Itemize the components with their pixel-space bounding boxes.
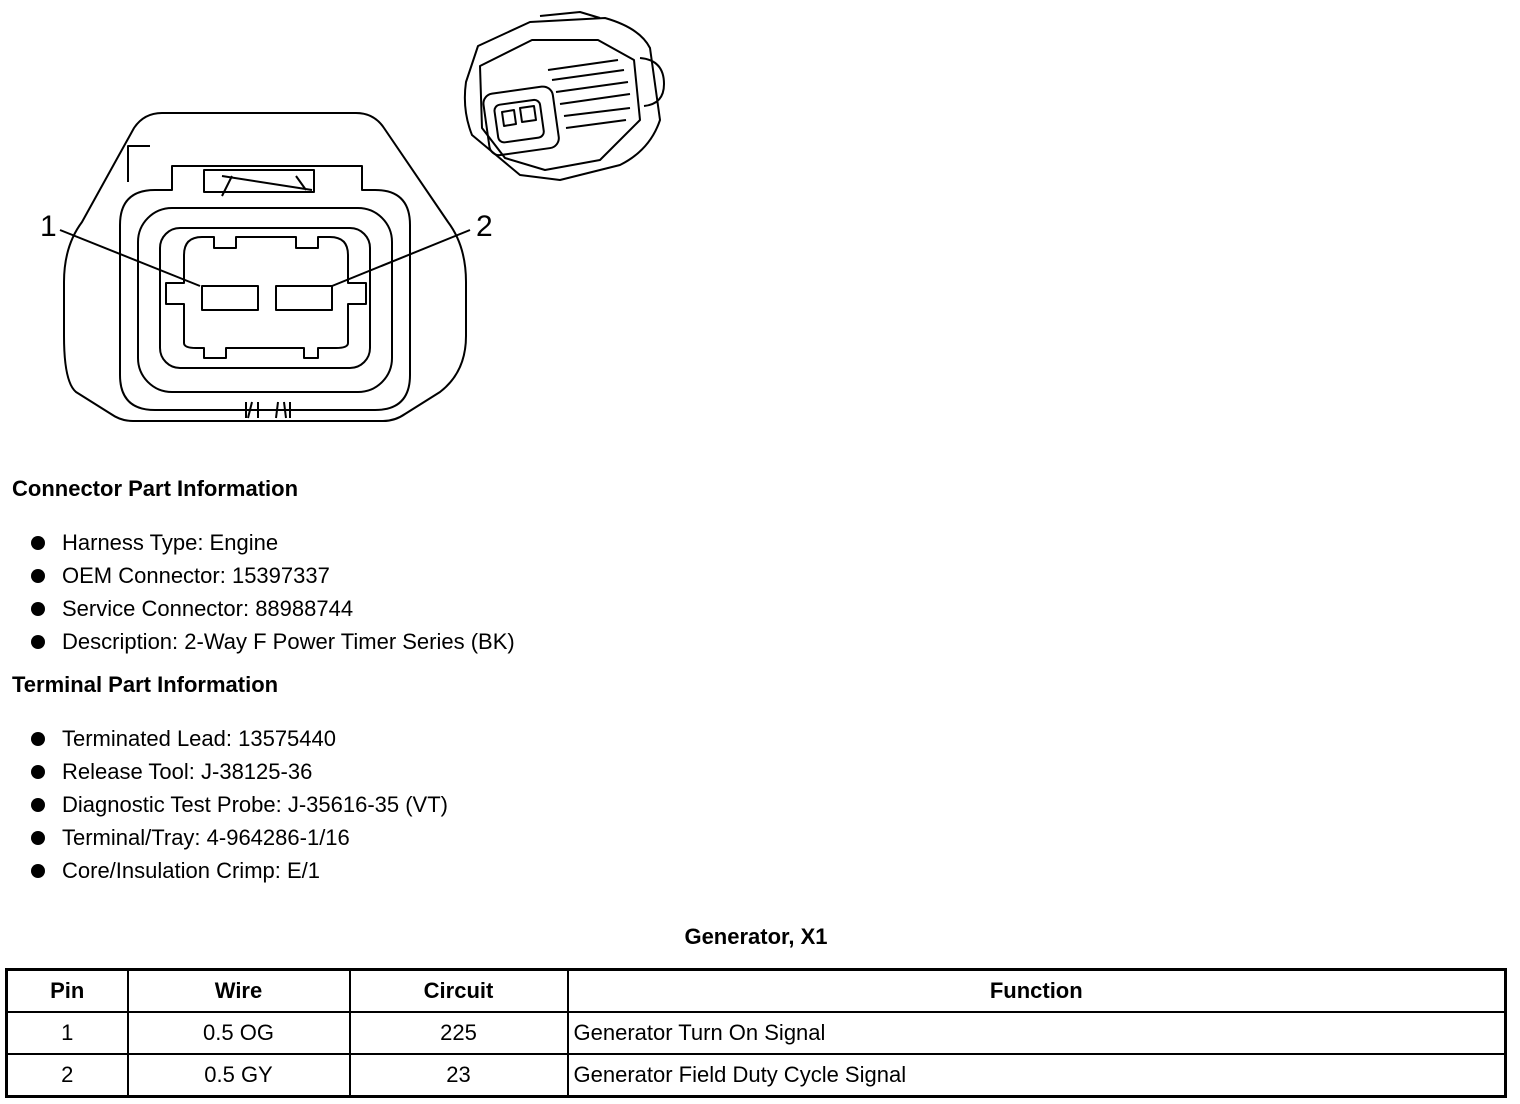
terminal-slot-1 (201, 285, 259, 311)
column-header-circuit: Circuit (348, 968, 569, 1013)
connector-info-title: Connector Part Information (12, 476, 299, 501)
cell-function: Generator Field Duty Cycle Signal (566, 1053, 1507, 1098)
callout-leader-1 (59, 229, 201, 287)
bullet-icon (31, 831, 45, 845)
list-item: Terminal/Tray: 4-964286-1/16 (28, 821, 448, 854)
bullet-icon (31, 569, 45, 583)
cell-circuit: 225 (348, 1011, 569, 1055)
bullet-icon (31, 732, 45, 746)
cell-pin: 1 (5, 1011, 129, 1055)
terminal-interface (165, 236, 367, 359)
bullet-icon (31, 765, 45, 779)
connector-housing-inner (119, 165, 411, 411)
table-row: 1 0.5 OG 225 Generator Turn On Signal (5, 1011, 1507, 1055)
terminal-slot-2 (275, 285, 333, 311)
list-item: Core/Insulation Crimp: E/1 (28, 854, 448, 887)
list-item: Service Connector: 88988744 (28, 592, 515, 625)
terminal-info-title: Terminal Part Information (12, 672, 279, 697)
cell-pin: 2 (5, 1053, 129, 1098)
cell-wire: 0.5 GY (126, 1053, 351, 1098)
list-item: OEM Connector: 15397337 (28, 559, 515, 592)
bullet-icon (31, 798, 45, 812)
cell-wire: 0.5 OG (126, 1011, 351, 1055)
list-item: Diagnostic Test Probe: J-35616-35 (VT) (28, 788, 448, 821)
connector-housing-outline (63, 112, 467, 422)
bullet-icon (31, 635, 45, 649)
terminal-info-list: Terminated Lead: 13575440 Release Tool: … (28, 722, 448, 887)
list-item: Description: 2-Way F Power Timer Series … (28, 625, 515, 658)
cell-circuit: 23 (348, 1053, 569, 1098)
latch-window (203, 169, 315, 193)
callout-label-2: 2 (476, 210, 493, 243)
cell-function: Generator Turn On Signal (566, 1011, 1507, 1055)
callout-leader-2 (331, 229, 471, 287)
pinout-table: Pin Wire Circuit Function 1 0.5 OG 225 G… (5, 968, 1507, 1098)
list-item: Terminated Lead: 13575440 (28, 722, 448, 755)
callout-label-1: 1 (40, 210, 57, 243)
connector-isometric-view (463, 11, 665, 181)
bullet-icon (31, 864, 45, 878)
bullet-icon (31, 602, 45, 616)
connector-info-list: Harness Type: Engine OEM Connector: 1539… (28, 526, 515, 658)
table-row: 2 0.5 GY 23 Generator Field Duty Cycle S… (5, 1053, 1507, 1098)
list-item: Release Tool: J-38125-36 (28, 755, 448, 788)
column-header-function: Function (566, 968, 1507, 1013)
terminal-cavity-frame (137, 207, 393, 393)
housing-tab (127, 145, 150, 182)
connector-diagram: 1 2 (40, 11, 665, 422)
table-title: Generator, X1 (684, 924, 828, 949)
wire-stubs (245, 401, 291, 419)
column-header-wire: Wire (126, 968, 351, 1013)
column-header-pin: Pin (5, 968, 129, 1013)
bullet-icon (31, 536, 45, 550)
list-item: Harness Type: Engine (28, 526, 515, 559)
table-header-row: Pin Wire Circuit Function (5, 968, 1507, 1013)
